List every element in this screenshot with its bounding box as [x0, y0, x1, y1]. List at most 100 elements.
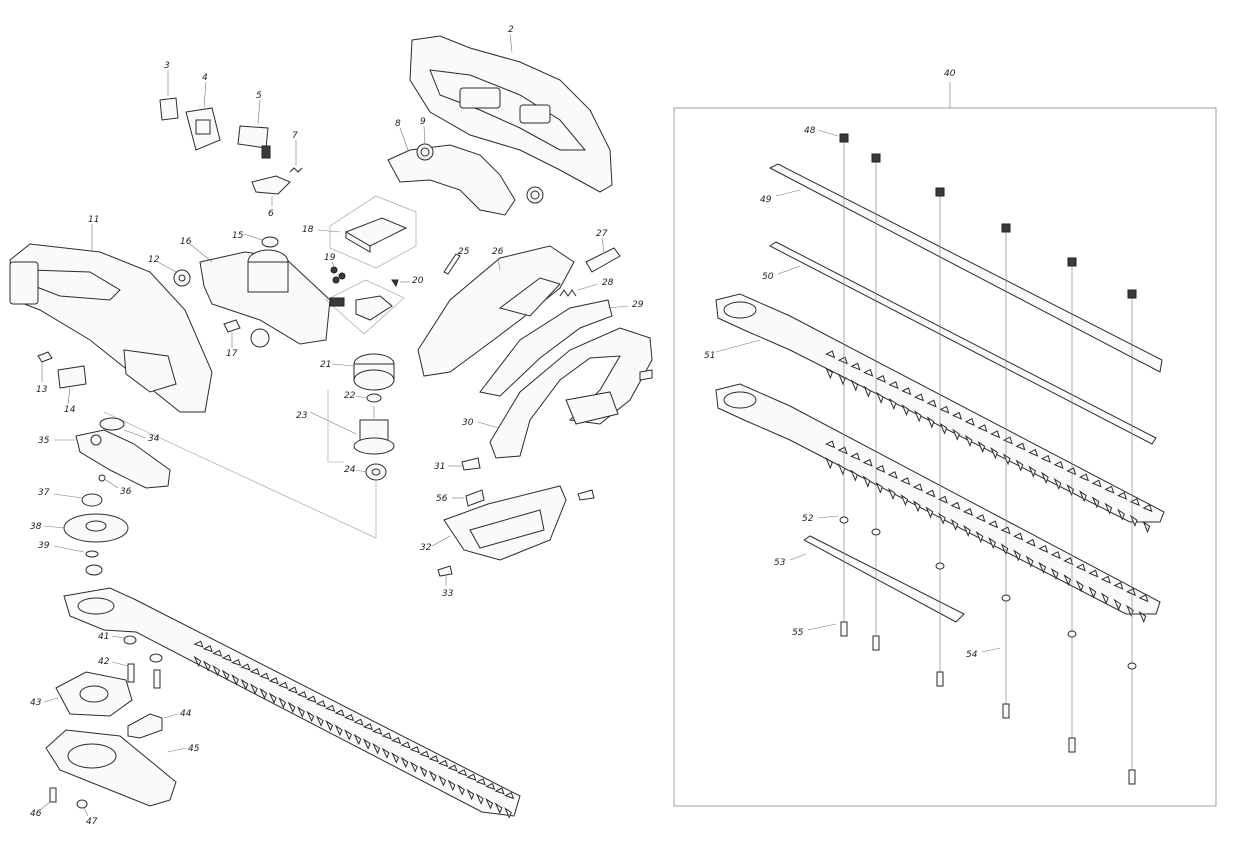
part-5-switch-button: 5 — [237, 91, 271, 159]
part-39-washer: 39 — [38, 541, 99, 558]
blade-tooth — [447, 764, 458, 792]
part-4-switch-plate: 4 — [185, 73, 221, 151]
blade-tooth — [875, 464, 886, 494]
label-45: 45 — [188, 744, 200, 754]
part-43-plate: 43 — [30, 671, 133, 717]
blade-tooth — [1038, 544, 1049, 574]
part-3-label: 3 — [159, 61, 179, 121]
blade-tooth — [409, 746, 420, 773]
blade-tooth — [952, 411, 963, 441]
part-52-nut — [839, 516, 849, 524]
label-4: 4 — [202, 73, 208, 83]
part-15-washer: 15 — [232, 231, 279, 248]
part-52-nut — [1067, 630, 1077, 638]
label-50: 50 — [762, 272, 774, 282]
blade-tooth — [400, 741, 411, 769]
label-46: 46 — [30, 809, 42, 819]
blade-tooth — [249, 668, 260, 695]
blade-tooth — [825, 440, 836, 470]
blade-tooth — [962, 508, 973, 537]
part-55-bolt — [1002, 703, 1010, 719]
blade-tooth — [503, 792, 515, 819]
part-36-pin: 36 — [98, 474, 132, 497]
part-31-screw: 31 — [434, 457, 481, 472]
blade-tooth — [964, 418, 975, 447]
blade-tooth — [221, 654, 232, 681]
label-39: 39 — [38, 541, 50, 551]
part-44-spacer: 44 — [127, 709, 192, 739]
blade-assembly-40: 40 49 50 51 53 52 48 — [673, 69, 1217, 807]
part-23-rotor: 23 — [296, 406, 395, 455]
label-12: 12 — [148, 255, 160, 265]
part-52-nut — [1001, 594, 1011, 602]
blade-tooth — [343, 714, 355, 741]
label-52: 52 — [802, 514, 814, 524]
part-11-handle-housing: 11 — [9, 215, 213, 413]
label-51: 51 — [704, 351, 715, 361]
label-11: 11 — [88, 215, 99, 225]
part-34-o-ring: 34 — [99, 417, 160, 444]
part-42-bolt: 42 — [98, 657, 161, 689]
part-52-nut — [1127, 662, 1137, 670]
label-13: 13 — [36, 385, 48, 395]
blade-tooth — [475, 778, 486, 805]
blade-tooth — [1028, 448, 1039, 478]
label-24: 24 — [344, 465, 356, 475]
part-52-nut — [935, 562, 945, 570]
part-55-bolt — [1068, 737, 1076, 753]
blade-tooth — [240, 663, 251, 691]
label-41: 41 — [98, 632, 109, 642]
label-42: 42 — [98, 657, 110, 667]
blade-tooth — [875, 374, 886, 404]
blade-tooth — [925, 489, 936, 519]
label-54: 54 — [966, 650, 978, 660]
blade-tooth — [1063, 557, 1074, 587]
blade-tooth — [315, 700, 326, 727]
blade-tooth — [888, 381, 899, 410]
part-48-nut — [839, 133, 849, 143]
blade-tooth — [391, 736, 402, 764]
blade-tooth — [306, 695, 317, 723]
part-29-grip: 29 — [479, 299, 644, 397]
label-25: 25 — [458, 247, 470, 257]
label-38: 38 — [30, 522, 42, 532]
part-9-grommet: 9 — [416, 117, 544, 204]
label-5: 5 — [256, 91, 262, 101]
blade-tooth — [1091, 479, 1102, 509]
part-18-controller: 18 — [302, 195, 417, 269]
part-37-washer: 37 — [38, 488, 103, 507]
blade-tooth — [287, 686, 298, 714]
label-17: 17 — [226, 349, 238, 359]
blade-tooth — [1050, 551, 1061, 580]
blade-tooth — [325, 704, 336, 732]
part-28-spring: 28 — [559, 278, 614, 297]
label-23: 23 — [296, 411, 308, 421]
label-3: 3 — [164, 61, 170, 71]
blade-tooth — [268, 677, 279, 704]
label-47: 47 — [86, 817, 98, 827]
blade-tooth — [456, 769, 468, 796]
label-27: 27 — [596, 229, 608, 239]
part-33-screw: 33 — [437, 489, 595, 599]
part-13-screw: 13 — [36, 351, 53, 395]
blade-tooth — [259, 672, 270, 700]
blade-tooth — [485, 782, 496, 810]
label-49: 49 — [760, 195, 772, 205]
blade-tooth — [202, 645, 213, 672]
label-6: 6 — [268, 209, 274, 219]
blade-tooth — [428, 755, 439, 782]
blade-tooth — [419, 750, 430, 778]
part-55-bolt — [1128, 769, 1136, 785]
part-48-nut — [1001, 223, 1011, 233]
blade-tooth — [1075, 563, 1086, 593]
blade-tooth — [1078, 473, 1089, 503]
blade-tooth — [1100, 575, 1111, 605]
part-22-bearing: 22 — [344, 391, 382, 403]
blade-tooth — [988, 520, 999, 550]
blade-tooth — [1015, 442, 1026, 472]
blade-tooth — [1053, 461, 1064, 490]
blade-tooth — [913, 393, 924, 423]
part-55-bolt — [840, 621, 848, 637]
blade-tooth — [212, 649, 223, 677]
